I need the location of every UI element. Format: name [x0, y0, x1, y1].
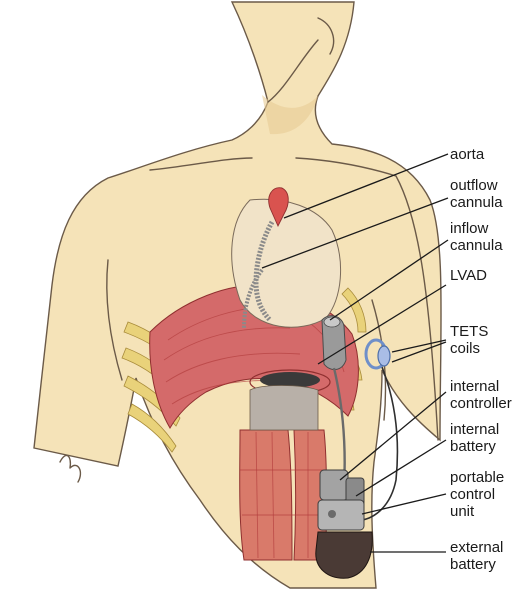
label-inflow-cannula: inflow cannula [450, 220, 503, 254]
tets-coil-external [378, 346, 390, 366]
label-pcu-line-2: control [450, 486, 495, 503]
label-outflow-cannula: outflow cannula [450, 177, 503, 211]
label-aorta-line-1: aorta [450, 146, 485, 163]
label-outflow-line-1: outflow [450, 177, 498, 194]
label-tets-line-2: coils [450, 340, 480, 357]
label-int-ctrl-line-2: controller [450, 395, 512, 412]
label-tets-coils: TETS coils [450, 323, 493, 357]
label-lvad: LVAD [450, 267, 487, 284]
label-ext-batt-line-2: battery [450, 556, 496, 573]
label-inflow-line-2: cannula [450, 237, 503, 254]
label-pcu-line-1: portable [450, 469, 504, 486]
label-tets-line-1: TETS [450, 323, 488, 340]
abdomen-cavity [250, 386, 318, 431]
label-internal-battery: internal battery [450, 421, 503, 455]
leader-portable-control [362, 494, 446, 514]
label-external-battery: external battery [450, 539, 508, 573]
label-lvad-line-1: LVAD [450, 267, 487, 284]
label-ext-batt-line-1: external [450, 539, 503, 556]
control-unit-dial [328, 510, 336, 518]
abdominal-muscles [240, 430, 327, 560]
label-int-batt-line-1: internal [450, 421, 499, 438]
label-inflow-line-1: inflow [450, 220, 489, 237]
internal-controller-box [320, 470, 348, 500]
label-internal-controller: internal controller [450, 378, 512, 412]
label-int-batt-line-2: battery [450, 438, 496, 455]
label-pcu-line-3: unit [450, 503, 475, 520]
portable-control-unit-box [318, 500, 364, 530]
rectus-left [240, 430, 292, 560]
label-outflow-line-2: cannula [450, 194, 503, 211]
labels: aorta outflow cannula inflow cannula LVA… [450, 146, 512, 573]
artist-signature [60, 455, 80, 482]
lvad-pump [322, 316, 346, 370]
label-aorta: aorta [450, 146, 485, 163]
label-portable-control-unit: portable control unit [450, 469, 508, 520]
label-int-ctrl-line-1: internal [450, 378, 499, 395]
